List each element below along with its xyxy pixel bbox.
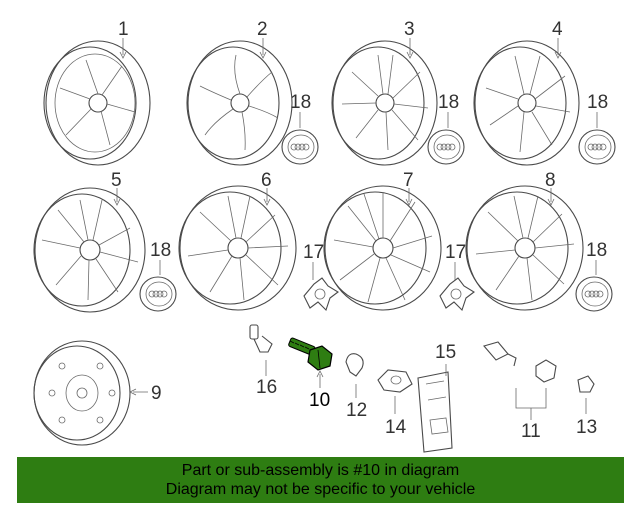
wheel-bolt-10[interactable]	[288, 337, 333, 371]
callout-15[interactable]: 15	[435, 342, 456, 363]
callout-18c[interactable]: 18	[587, 92, 608, 113]
spare-wheel-9[interactable]	[33, 340, 131, 446]
callout-16[interactable]: 16	[256, 377, 277, 398]
wheel-4[interactable]	[473, 40, 580, 166]
callout-14[interactable]: 14	[385, 417, 407, 438]
center-cap-18d[interactable]	[139, 276, 177, 312]
wheel-8[interactable]	[465, 185, 584, 311]
callout-12[interactable]: 12	[346, 400, 367, 421]
callout-10[interactable]: 10	[309, 390, 330, 411]
wheel-5[interactable]	[33, 187, 146, 313]
callout-18b[interactable]: 18	[438, 92, 459, 113]
callout-9[interactable]: 9	[151, 383, 162, 404]
callout-7[interactable]: 7	[403, 170, 414, 191]
sensor-14[interactable]	[377, 369, 413, 393]
callout-11[interactable]: 11	[521, 421, 541, 442]
callout-3[interactable]: 3	[404, 19, 415, 40]
valve-11[interactable]	[483, 341, 595, 393]
wheel-7[interactable]	[323, 185, 442, 311]
callout-2[interactable]: 2	[257, 19, 268, 40]
banner-line-2: Diagram may not be specific to your vehi…	[165, 481, 476, 498]
banner-line-1: Part or sub-assembly is #10 in diagram	[181, 462, 460, 479]
wheel-3[interactable]	[331, 40, 438, 166]
leader-lines	[113, 38, 598, 420]
info-banner: Part or sub-assembly is #10 in diagram D…	[17, 457, 624, 503]
callout-4[interactable]: 4	[552, 19, 563, 40]
callout-18d[interactable]: 18	[150, 240, 171, 261]
callout-6[interactable]: 6	[261, 170, 272, 191]
center-cap-18c[interactable]	[578, 129, 616, 165]
callout-8[interactable]: 8	[545, 170, 556, 191]
wheel-6[interactable]	[178, 185, 297, 311]
callout-17a[interactable]: 17	[303, 242, 324, 263]
center-cap-18a[interactable]	[281, 129, 319, 165]
center-cap-18b[interactable]	[427, 129, 465, 165]
center-cap-17a[interactable]	[303, 277, 339, 312]
callout-17b[interactable]: 17	[445, 242, 466, 263]
callout-1[interactable]: 1	[118, 19, 129, 40]
valve-stem-16[interactable]	[249, 324, 273, 353]
callout-18e[interactable]: 18	[586, 240, 607, 261]
callouts: 1 2 3 4 18 18 18 5 6 7 8 18 18 17 17 9 1…	[111, 19, 608, 442]
wheel-1[interactable]	[43, 40, 151, 166]
callout-18a[interactable]: 18	[290, 92, 311, 113]
callout-5[interactable]: 5	[111, 170, 122, 191]
wheel-2[interactable]	[186, 40, 293, 166]
bolt-cap-12[interactable]	[345, 353, 364, 377]
center-cap-17b[interactable]	[439, 277, 475, 312]
callout-13[interactable]: 13	[576, 417, 597, 438]
label-card-15[interactable]	[417, 371, 453, 453]
center-cap-18e[interactable]	[575, 276, 613, 312]
parts-diagram: 1 2 3 4 18 18 18 5 6 7 8 18 18 17 17 9 1…	[33, 19, 616, 453]
